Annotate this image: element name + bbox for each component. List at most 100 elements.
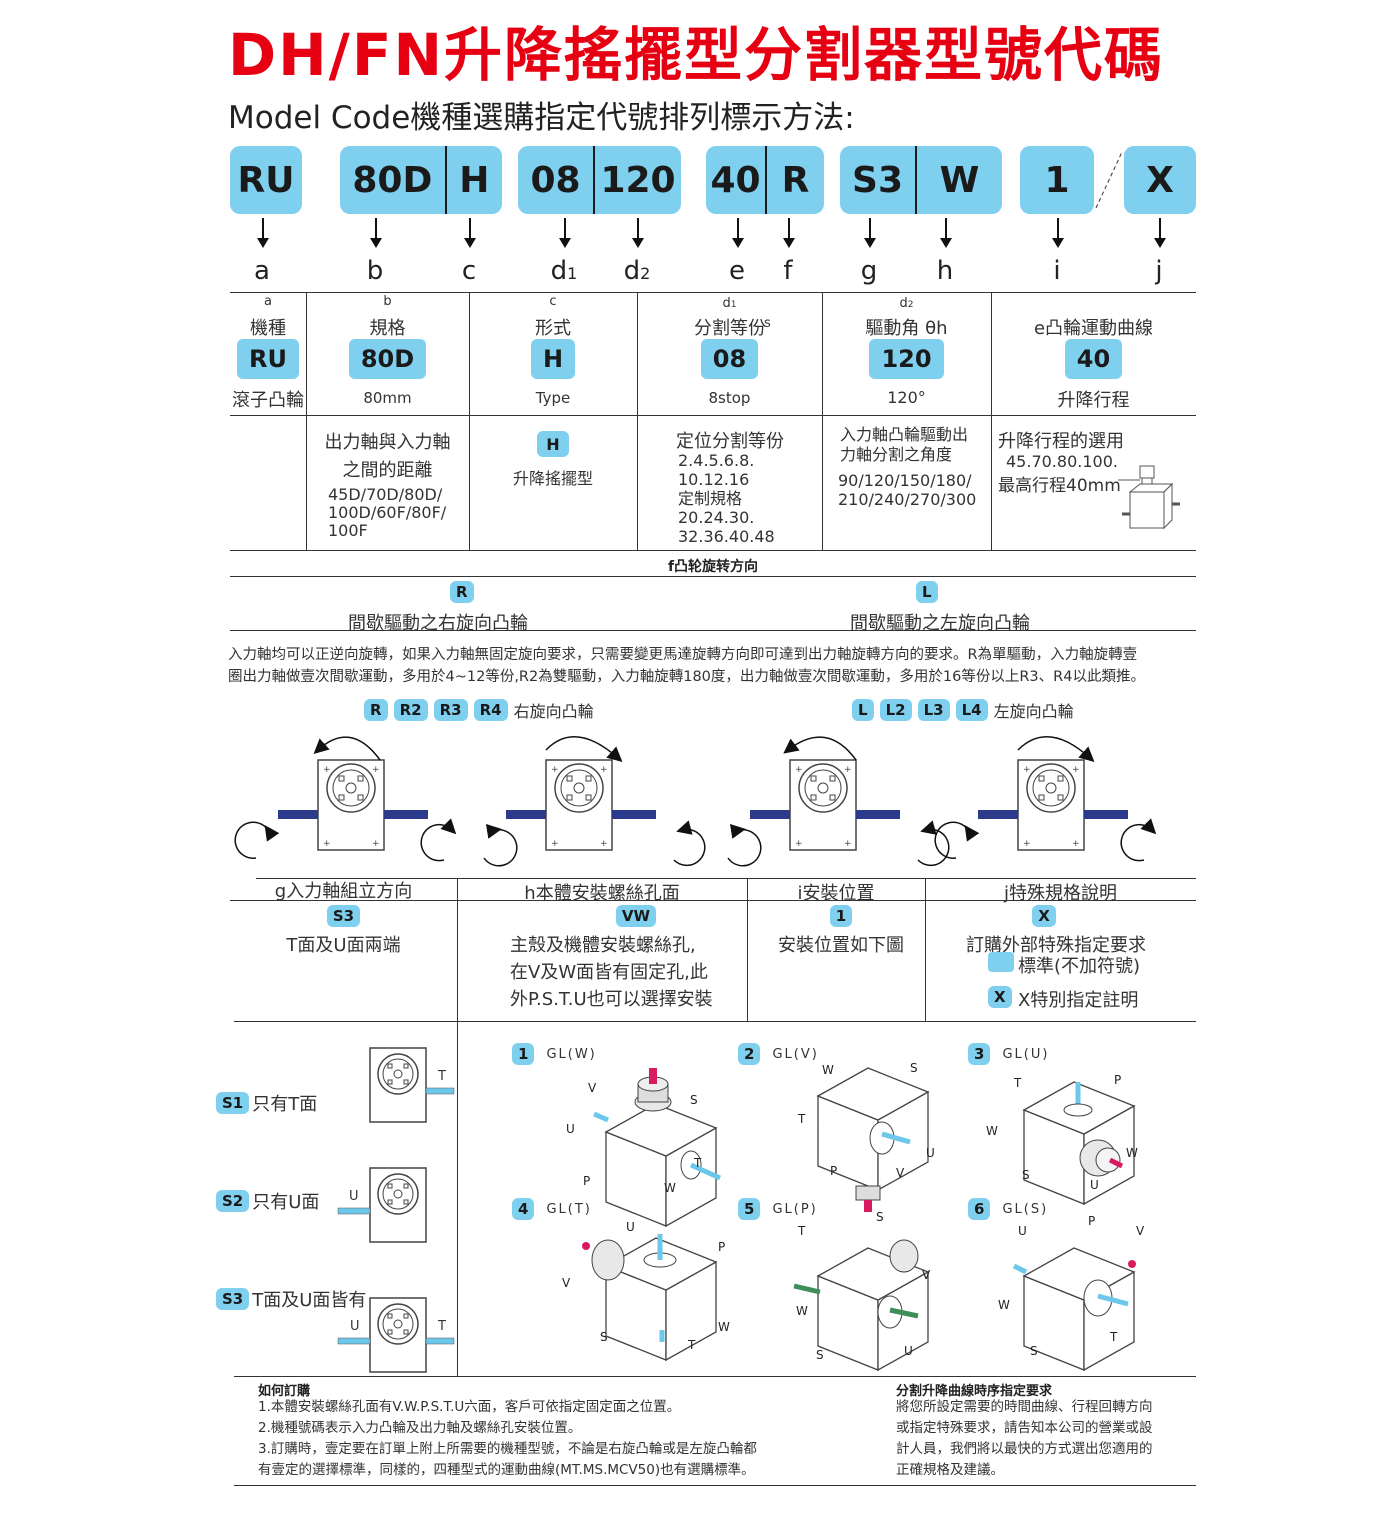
letter-h: h	[936, 256, 954, 286]
col-d2-badge-wrap: 120	[822, 339, 991, 379]
face-w-4: W	[718, 1320, 730, 1334]
arrow-e	[732, 218, 744, 248]
arrow-c	[464, 218, 476, 248]
h-desc3: 外P.S.T.U也可以選擇安裝	[510, 989, 713, 1010]
col-a-badge: RU	[237, 339, 299, 379]
arrow-a	[257, 218, 269, 248]
code-x: X	[1146, 159, 1174, 201]
letter-c: c	[461, 256, 477, 286]
face-s-1: S	[690, 1093, 698, 1107]
letter-e: e	[729, 256, 745, 286]
letter-f: f	[783, 256, 793, 286]
position-1-header: 1 GL(W)	[512, 1043, 597, 1065]
face-p-2: P	[830, 1164, 838, 1178]
col-d1-desc3: 10.12.16	[678, 470, 750, 489]
h-badge-wrap: VW	[457, 905, 815, 927]
rotation-l-label: 間歇驅動之左旋向凸輪	[850, 613, 1030, 634]
s3-face-u: U	[350, 1319, 360, 1334]
shaft-option-diagrams	[337, 1047, 455, 1373]
table1-col-line	[469, 292, 470, 550]
table1-top-line	[230, 292, 1196, 293]
right-hand-label: 右旋向凸輪	[513, 702, 594, 721]
arrow-i	[1052, 218, 1064, 248]
col-c-desc: 升降搖擺型	[512, 469, 593, 488]
table2-col-line	[747, 878, 748, 1021]
arrow-d2	[632, 218, 644, 248]
table1-col-line	[306, 292, 307, 550]
position-3-header: 3 GL(U)	[968, 1043, 1049, 1065]
j-badge-wrap: X	[925, 905, 1163, 927]
col-b-head: 規格	[369, 318, 406, 339]
col-d1-desc1: 定位分割等份	[676, 431, 784, 452]
s1-face-t: T	[438, 1069, 446, 1084]
dashed-connector	[1095, 151, 1123, 209]
position-1-badge: 1	[512, 1043, 535, 1065]
letter-a: a	[254, 256, 270, 286]
face-s-4: S	[600, 1330, 608, 1344]
table1-col-line	[637, 292, 638, 550]
col-d1-badge: 08	[700, 339, 759, 379]
g-desc: T面及U面兩端	[286, 935, 401, 956]
badge-r2: R2	[393, 699, 428, 721]
letter-b: b	[366, 256, 384, 286]
col-e-foot: 升降行程	[1057, 390, 1130, 411]
rotation-r-label: 間歇驅動之右旋向凸輪	[348, 613, 528, 634]
table2-top-line	[256, 878, 1196, 879]
right-hand-badges: R R2 R3 R4 右旋向凸輪	[364, 698, 594, 722]
g-badge: S3	[326, 905, 361, 927]
face-w-6: W	[998, 1298, 1010, 1312]
face-w-2: W	[822, 1063, 834, 1077]
face-p-3: P	[1114, 1073, 1122, 1087]
curve-line1: 將您所設定需要的時間曲線、行程回轉方向	[896, 1399, 1153, 1415]
col-d2-desc4: 210/240/270/300	[838, 490, 977, 509]
face-u-4: U	[626, 1220, 635, 1234]
code-h: H	[444, 146, 502, 214]
col-d1-desc5: 20.24.30.	[678, 508, 755, 527]
arrow-d1	[559, 218, 571, 248]
table2-head-line	[230, 900, 1196, 901]
footer-top-line	[234, 1376, 1196, 1377]
face-w-5: W	[796, 1304, 808, 1318]
col-b-desc3: 45D/70D/80D/	[328, 485, 443, 504]
arrow-h	[940, 218, 952, 248]
face-p-6: P	[1088, 1214, 1096, 1228]
left-hand-label: 左旋向凸輪	[993, 702, 1074, 721]
col-d2-desc2: 力軸分割之角度	[840, 445, 953, 464]
g-badge-wrap: S3	[230, 905, 457, 927]
s3-face-t: T	[438, 1319, 446, 1334]
col-d1-tag: d1	[722, 296, 737, 311]
order-title: 如何訂購	[258, 1384, 311, 1399]
j-desc1: 訂購外部特殊指定要求	[966, 935, 1146, 956]
col-d1-desc6: 32.36.40.48	[678, 527, 775, 546]
table1-bottom-line	[230, 550, 1196, 551]
col-b-desc5: 100F	[328, 521, 368, 540]
h-desc2: 在V及W面皆有固定孔,此	[510, 962, 708, 983]
left-hand-badges: L L2 L3 L4 左旋向凸輪	[852, 698, 1074, 722]
footer-bottom-line	[234, 1485, 1196, 1486]
col-c-desc-badge-wrap: H	[469, 431, 637, 457]
rotation-note-line1: 入力軸均可以正逆向旋轉，如果入力軸無固定旋向要求，只需要變更馬達旋轉方向即可達到…	[228, 647, 1138, 663]
face-v-2: V	[896, 1166, 905, 1180]
col-c-tag: c	[549, 294, 557, 309]
position-2-header: 2 GL(V)	[738, 1043, 819, 1065]
j-blank-badge	[988, 952, 1014, 972]
col-a-badge-wrap: RU	[230, 339, 306, 379]
face-u-3: U	[1090, 1178, 1099, 1192]
order-line4: 有壹定的選擇標準，同樣的，四種型式的運動曲線(MT.MS.MCV50)也有選購標…	[258, 1462, 755, 1478]
col-b-tag: b	[383, 294, 392, 309]
face-t-6: T	[1110, 1330, 1118, 1344]
s3-badge: S3	[216, 1288, 250, 1310]
j-head: j特殊規格說明	[1003, 883, 1117, 904]
face-u-6: U	[1018, 1224, 1027, 1238]
curve-title: 分割升降曲線時序指定要求	[896, 1384, 1053, 1399]
order-line2: 2.機種號碼表示入力凸輪及出力軸及螺絲孔安裝位置。	[258, 1420, 582, 1436]
table1-mid-line	[230, 415, 1196, 416]
j-badge2-wrap: X	[988, 986, 1012, 1008]
col-d2-foot: 120°	[887, 388, 926, 407]
face-u-2: U	[926, 1146, 935, 1160]
letter-j: j	[1155, 256, 1163, 286]
col-d1-badge-wrap: 08	[637, 339, 822, 379]
col-e-head: e凸輪運動曲線	[1033, 318, 1154, 339]
s2-face-u: U	[349, 1189, 359, 1204]
face-t-4: T	[688, 1338, 696, 1352]
